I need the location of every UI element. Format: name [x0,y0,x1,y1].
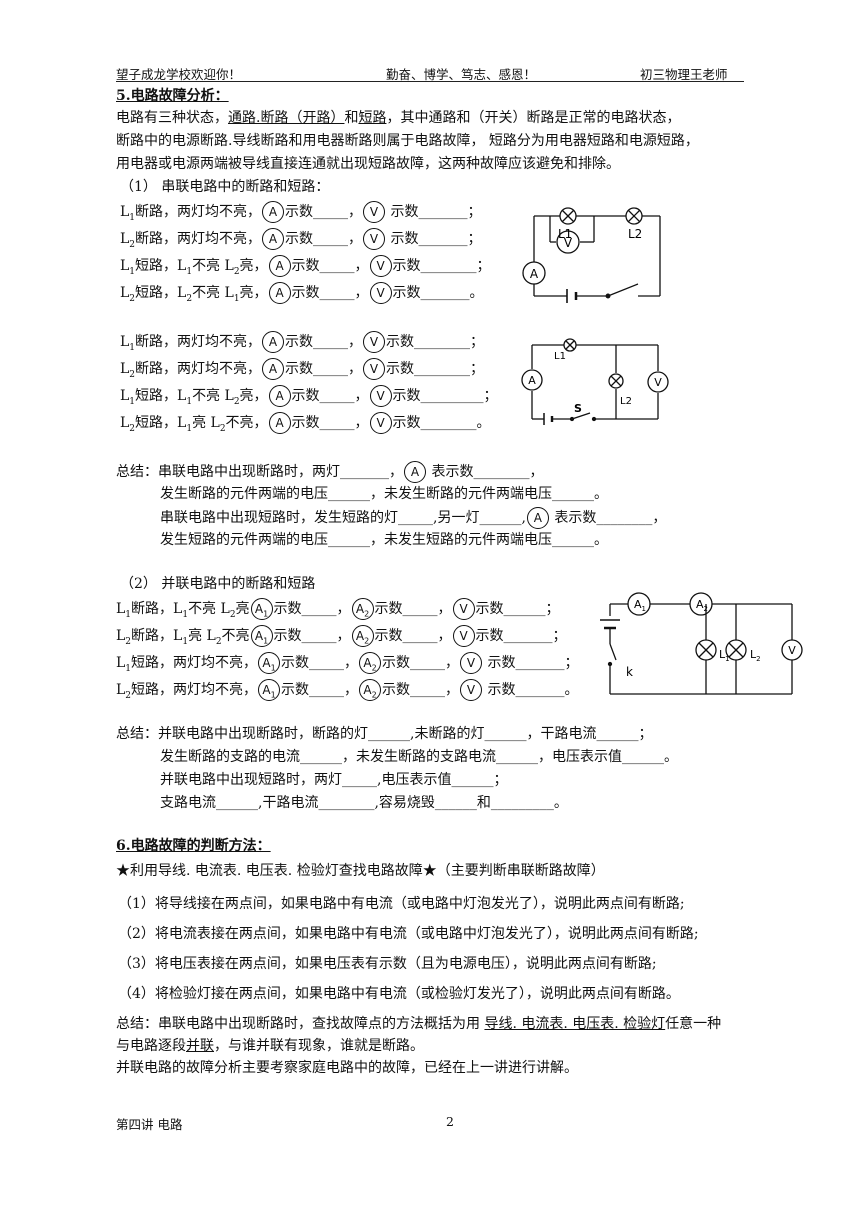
ammeter-symbol: A [262,358,285,380]
ammeter-2-symbol: A2 [696,598,708,613]
ammeter-symbol: A [404,461,426,483]
ammeter-symbol: A [268,255,291,277]
ammeter-1-symbol: A1 [250,625,273,647]
ammeter-symbol: A [268,282,291,304]
parallel-summary-line-2: 发生断路的支路的电流______，未发生断路的支路电流______，电压表示值_… [160,749,678,765]
ammeter-symbol: A [268,385,291,407]
series-summary-line-3: 串联电路中出现短路时，发生短路的灯_____,另一灯______,A 表示数__… [160,507,666,529]
parallel-circuit-diagram: A1 A2 L1 L2 k V [600,592,803,695]
intro-line-2: 断路中的电源断路.导线断路和用电器断路则属于电路故障， 短路分为用电器短路和电源… [116,133,699,149]
voltmeter-symbol: V [654,376,662,389]
voltmeter-symbol: V [363,358,386,380]
series-circuit-diagram-1: L1 L2 V A [522,207,661,303]
parallel-summary-line-3: 并联电路中出现短路时，两灯_____,电压表示值______； [160,772,508,788]
method-summary-line-1: 总结：串联电路中出现断路时，查找故障点的方法概括为用 导线. 电流表. 电压表.… [116,1016,722,1032]
voltmeter-symbol: V [363,331,386,353]
ammeter-symbol: A [528,374,536,387]
method-summary-line-3: 并联电路的故障分析主要考察家庭电路中的故障，已经在上一讲进行讲解。 [116,1060,578,1076]
voltmeter-symbol: V [460,679,483,701]
footer-lecture: 第四讲 电路 [116,1117,183,1132]
ammeter-symbol: A [530,267,539,281]
method-summary-line-2: 与电路逐段并联，与谁并联有现象，谁就是断路。 [116,1038,424,1054]
voltmeter-symbol: V [369,282,392,304]
header-right: 初三物理王老师 [640,67,728,82]
series-summary-line-1: 总结：串联电路中出现断路时，两灯_______，A 表示数________， [116,461,543,483]
lamp-label: L1 [558,227,572,241]
header-left: 望子成龙学校欢迎你！ [116,67,242,82]
switch-label: k [626,665,633,679]
method-heading: ★利用导线. 电流表. 电压表. 检验灯查找电路故障★（主要判断串联断路故障） [116,863,605,879]
lamp-label: L2 [750,648,761,663]
switch-label: S [574,402,582,415]
ammeter-symbol: A [526,507,549,529]
voltmeter-symbol: V [363,201,386,223]
method-item-2: （2）将电流表接在两点间，如果电路中有电流（或电路中灯泡发光了），说明此两点间有… [118,926,699,942]
header-center: 勤奋、博学、笃志、感恩！ [386,67,537,82]
ammeter-symbol: A [262,228,285,250]
voltmeter-symbol: V [452,598,475,620]
page-header: 望子成龙学校欢迎你！ 勤奋、博学、笃志、感恩！ 初三物理王老师 [116,64,744,82]
subsection-1-title: （1） 串联电路中的断路和短路： [120,179,330,195]
parallel-summary-line-4: 支路电流______,干路电流________,容易烧毁______和_____… [160,795,568,811]
ammeter-1-symbol: A1 [634,598,646,613]
subsection-2-title: （2） 并联电路中的断路和短路 [120,576,316,592]
voltmeter-symbol: V [788,644,796,657]
lamp-label: L1 [554,351,566,362]
ammeter-symbol: A [268,412,291,434]
voltmeter-symbol: V [452,625,475,647]
series-circuit-diagram-2: L1 L2 S A V [521,338,669,425]
voltmeter-symbol: V [564,236,573,250]
ammeter-symbol: A [262,331,285,353]
lamp-label: L1 [719,648,730,663]
voltmeter-symbol: V [363,228,386,250]
method-item-3: （3）将电压表接在两点间，如果电压表有示数（且为电源电压），说明此两点间有断路; [118,956,657,972]
ammeter-2-symbol: A2 [351,598,374,620]
series-summary-line-4: 发生短路的元件两端的电压______，未发生短路的元件两端电压______。 [160,532,608,548]
ammeter-2-symbol: A2 [359,652,382,674]
lamp-label: L2 [628,227,642,241]
lamp-label: L2 [620,396,632,407]
voltmeter-symbol: V [369,255,392,277]
ammeter-1-symbol: A1 [258,652,281,674]
method-item-1: （1）将导线接在两点间，如果电路中有电流（或电路中灯泡发光了），说明此两点间有断… [118,896,685,912]
ammeter-1-symbol: A1 [258,679,281,701]
ammeter-symbol: A [262,201,285,223]
ammeter-1-symbol: A1 [250,598,273,620]
parallel-summary-line-1: 总结：并联电路中出现断路时，断路的灯______,未断路的灯______，干路电… [116,726,653,742]
series-summary-line-2: 发生断路的元件两端的电压______，未发生断路的元件两端电压______。 [160,486,608,502]
page-number: 2 [446,1114,454,1129]
ammeter-2-symbol: A2 [351,625,374,647]
voltmeter-symbol: V [369,412,392,434]
intro-line-3: 用电器或电源两端被导线直接连通就出现短路故障，这两种故障应该避免和排除。 [116,156,620,172]
intro-line-1: 电路有三种状态，通路.断路（开路）和短路，其中通路和（开关）断路是正常的电路状态… [116,110,681,126]
method-item-4: （4）将检验灯接在两点间，如果电路中有电流（或检验灯发光了），说明此两点间有断路… [118,986,680,1002]
voltmeter-symbol: V [369,385,392,407]
section-6-title: 6.电路故障的判断方法： [116,838,271,854]
voltmeter-symbol: V [460,652,483,674]
section-5-title: 5.电路故障分析： [116,88,229,104]
ammeter-2-symbol: A2 [359,679,382,701]
